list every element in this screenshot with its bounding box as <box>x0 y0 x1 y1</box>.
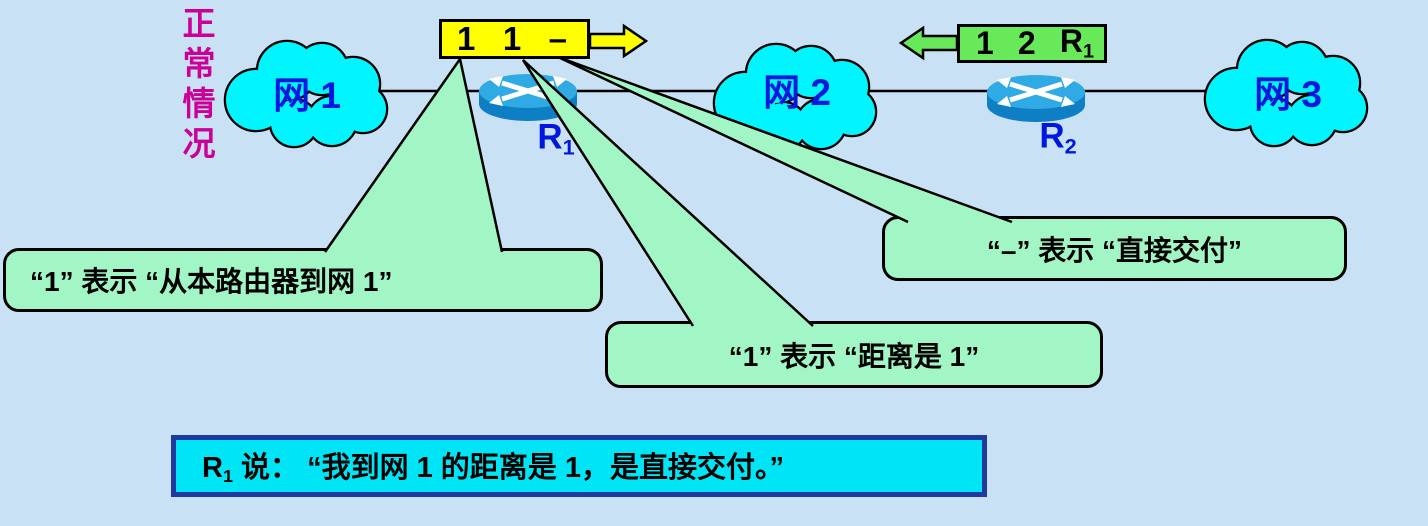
yellow-field-distance: 1 <box>502 20 522 57</box>
cloud-net2-label: 网 2 <box>763 72 831 113</box>
green-field-net: 1 <box>976 25 994 61</box>
speech-text: R1 说： “我到网 1 的距离是 1，是直接交付。” <box>202 444 784 487</box>
scenario-label: 正常情况 <box>178 6 215 166</box>
callout-net-meaning: “1” 表示 “从本路由器到网 1” <box>3 248 603 312</box>
green-field-distance: 2 <box>1017 25 1036 61</box>
router-r1-icon <box>479 74 577 121</box>
callout-direct-delivery: “–” 表示 “直接交付” <box>882 216 1347 281</box>
speech-box: R1 说： “我到网 1 的距离是 1，是直接交付。” <box>171 435 987 497</box>
speech-router-sub: 1 <box>222 466 233 487</box>
arrow-left-icon <box>898 25 959 61</box>
yellow-field-nexthop: – <box>548 20 567 57</box>
callout-pointer-net <box>323 55 504 253</box>
cloud-net3-label: 网 3 <box>1254 74 1322 115</box>
yellow-field-net: 1 <box>457 20 476 57</box>
callout-distance: “1” 表示 “距离是 1” <box>605 321 1103 388</box>
router-r1-label: R1 <box>537 117 574 160</box>
routing-entry-yellow: 1 1 – <box>439 19 590 59</box>
router-r1-sub: 1 <box>562 134 575 160</box>
router-r1-base: R <box>537 117 563 157</box>
speech-router-base: R <box>202 452 223 485</box>
green-nexthop-sub: 1 <box>1082 40 1094 63</box>
routing-entry-green: 1 2 R1 <box>957 23 1107 64</box>
router-r2-sub: 2 <box>1064 133 1077 159</box>
router-r2-icon <box>987 75 1085 122</box>
speech-rest: 说： “我到网 1 的距离是 1，是直接交付。” <box>232 452 784 485</box>
green-nexthop-base: R <box>1059 23 1083 60</box>
green-field-nexthop: R1 <box>1060 23 1094 64</box>
arrow-right-icon <box>588 23 649 59</box>
cloud-net1-label: 网 1 <box>273 75 341 116</box>
router-r2-label: R2 <box>1039 116 1076 159</box>
router-r2-base: R <box>1039 116 1065 156</box>
